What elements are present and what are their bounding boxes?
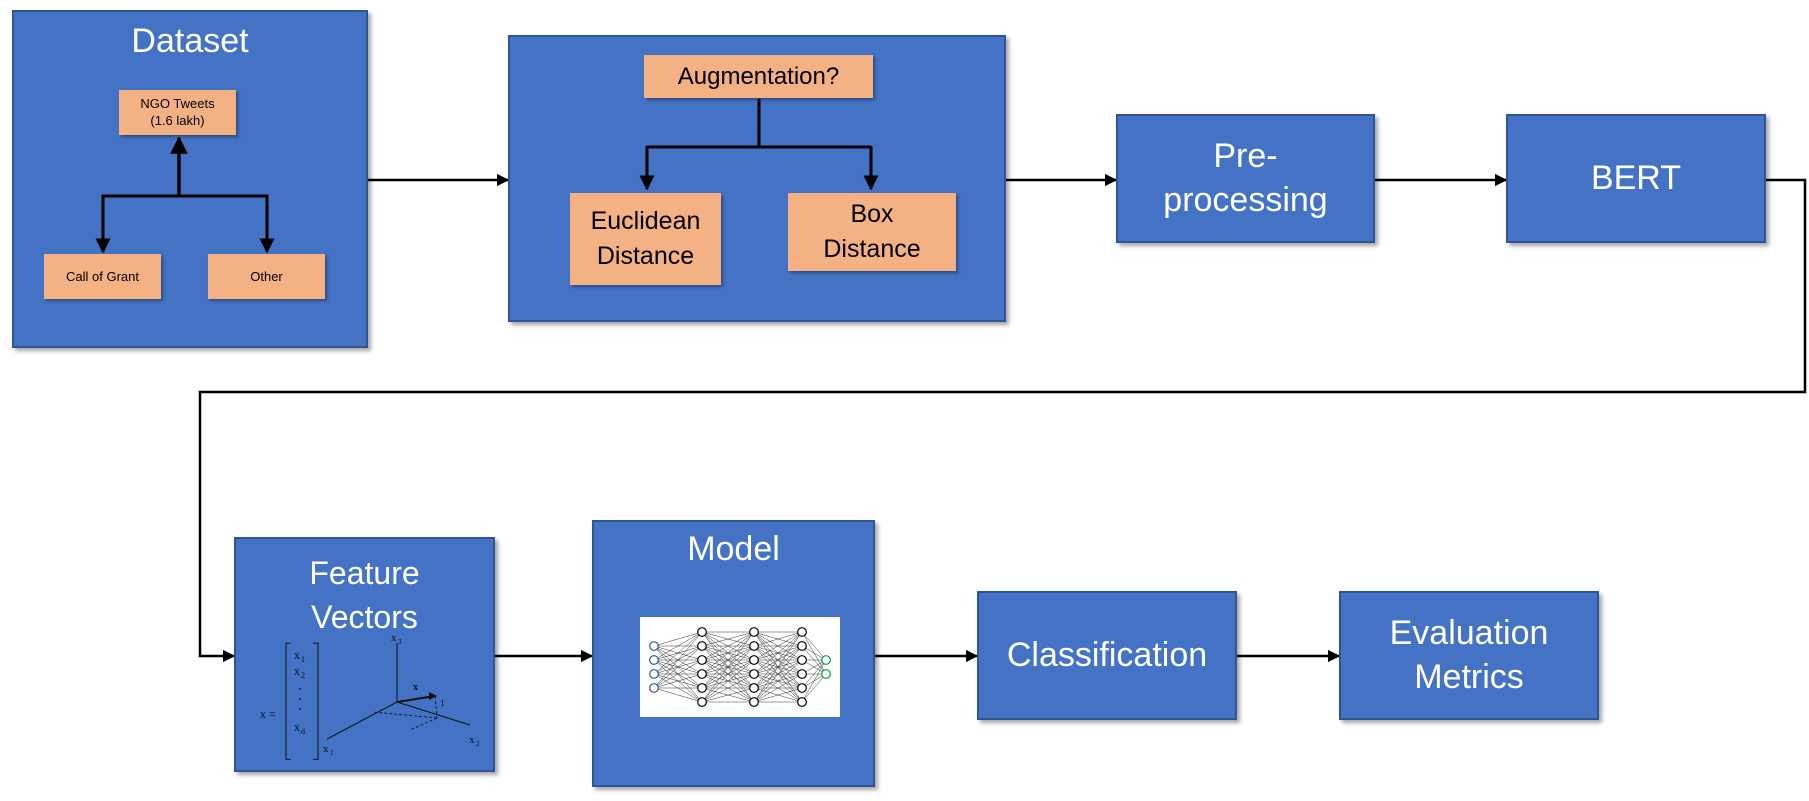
nn-connection	[801, 673, 827, 703]
nn-neuron	[797, 641, 807, 651]
vector-eq-lhs: x =	[260, 707, 276, 721]
nn-connection	[701, 659, 755, 703]
feature-vectors-box: Feature Vectors x = x 1 x 2 x d x 3 x	[234, 537, 495, 772]
classification-label: Classification	[1006, 635, 1208, 674]
svg-text:1: 1	[301, 655, 305, 664]
nn-connection	[753, 659, 803, 703]
arrow-bert-to-feature-vectors	[198, 178, 1807, 663]
dataset-box: Dataset NGO Tweets (1.6 lakh) Call of Gr…	[12, 10, 368, 348]
nn-neuron	[649, 641, 659, 651]
nn-connection	[653, 631, 703, 689]
nn-neuron	[697, 627, 707, 637]
augmentation-question-node: Augmentation?	[644, 55, 873, 98]
other-node: Other	[208, 254, 325, 299]
nn-neuron	[749, 641, 759, 651]
nn-connection	[753, 645, 803, 703]
nn-neuron	[749, 683, 759, 693]
model-title: Model	[687, 530, 780, 568]
nn-connection	[753, 687, 803, 703]
call-of-grant-node: Call of Grant	[44, 254, 161, 299]
axis-x3-label: x	[391, 635, 397, 644]
nn-neuron	[749, 697, 759, 707]
ngo-tweets-node: NGO Tweets (1.6 lakh)	[119, 90, 236, 135]
nn-connection	[653, 687, 703, 703]
nn-neuron	[697, 641, 707, 651]
dataset-title: Dataset	[131, 22, 249, 60]
feature-vector-illustration: x = x 1 x 2 x d x 3 x 1 x 2 x	[242, 632, 488, 769]
augmentation-connectors	[639, 99, 879, 191]
box-distance-node: Box Distance	[788, 193, 956, 271]
svg-text:2: 2	[301, 671, 305, 680]
nn-connection	[753, 631, 803, 661]
euclidean-distance-node: Euclidean Distance	[570, 193, 721, 285]
nn-neuron	[649, 655, 659, 665]
feature-vectors-title: Feature Vectors	[309, 555, 420, 636]
augmentation-box: Augmentation? Euclidean Distance Box Dis…	[508, 35, 1006, 322]
nn-neuron	[797, 669, 807, 679]
nn-neuron	[649, 669, 659, 679]
vector-entry-d: x	[294, 720, 300, 734]
svg-text:2: 2	[476, 740, 480, 748]
nn-neuron	[697, 655, 707, 665]
nn-neuron	[649, 683, 659, 693]
vector-space-sketch: x = x 1 x 2 x d x 3 x 1 x 2 x	[260, 632, 480, 760]
nn-connection	[753, 673, 803, 703]
nn-neuron	[697, 683, 707, 693]
nn-connection	[701, 631, 755, 661]
bert-label: BERT	[1590, 158, 1682, 197]
svg-text:d: d	[301, 727, 305, 736]
dataset-tree-connectors	[95, 136, 275, 254]
nn-connection	[701, 631, 755, 689]
nn-connection	[753, 631, 803, 675]
nn-neuron	[749, 627, 759, 637]
nn-connection	[701, 631, 755, 647]
nn-neuron	[797, 627, 807, 637]
svg-text:3: 3	[398, 638, 402, 646]
nn-neuron	[797, 683, 807, 693]
evaluation-metrics-label: Evaluation Metrics	[1389, 613, 1549, 696]
preprocessing-box: Pre- processing	[1116, 114, 1375, 243]
nn-neuron	[749, 655, 759, 665]
nn-connection	[701, 645, 755, 703]
nn-connection	[653, 645, 703, 689]
svg-text:1: 1	[330, 749, 334, 757]
nn-neuron	[697, 669, 707, 679]
nn-connection	[653, 631, 703, 647]
nn-connection	[753, 631, 803, 703]
evaluation-metrics-box: Evaluation Metrics	[1339, 591, 1599, 720]
neural-network-graph	[649, 627, 831, 707]
bert-box: BERT	[1506, 114, 1766, 243]
nn-connection	[653, 659, 703, 689]
nn-connection	[753, 631, 803, 647]
nn-neuron	[749, 669, 759, 679]
nn-connection	[701, 631, 755, 703]
axis-x1-label: x	[323, 743, 329, 755]
nn-neuron	[821, 669, 831, 679]
nn-connection	[753, 631, 803, 689]
nn-neuron	[797, 697, 807, 707]
nn-connection	[801, 631, 827, 661]
nn-connection	[653, 673, 703, 689]
nn-connection	[701, 631, 755, 675]
model-box: Model	[592, 520, 875, 787]
nn-connection	[801, 659, 827, 703]
nn-connection	[701, 687, 755, 703]
preprocessing-label: Pre- processing	[1163, 136, 1328, 219]
nn-connection	[801, 659, 827, 689]
nn-connection	[653, 631, 703, 661]
neural-network-diagram	[640, 617, 840, 717]
nn-neuron	[821, 655, 831, 665]
nn-connection	[701, 673, 755, 703]
axis-x2-label: x	[469, 734, 475, 746]
nn-neuron	[797, 655, 807, 665]
unit-label: 1	[440, 698, 445, 708]
classification-box: Classification	[977, 591, 1237, 720]
vector-entry-1: x	[294, 648, 300, 662]
vector-label: x	[413, 682, 418, 693]
vector-entry-2: x	[294, 664, 300, 678]
nn-neuron	[697, 697, 707, 707]
nn-connection	[653, 631, 703, 675]
